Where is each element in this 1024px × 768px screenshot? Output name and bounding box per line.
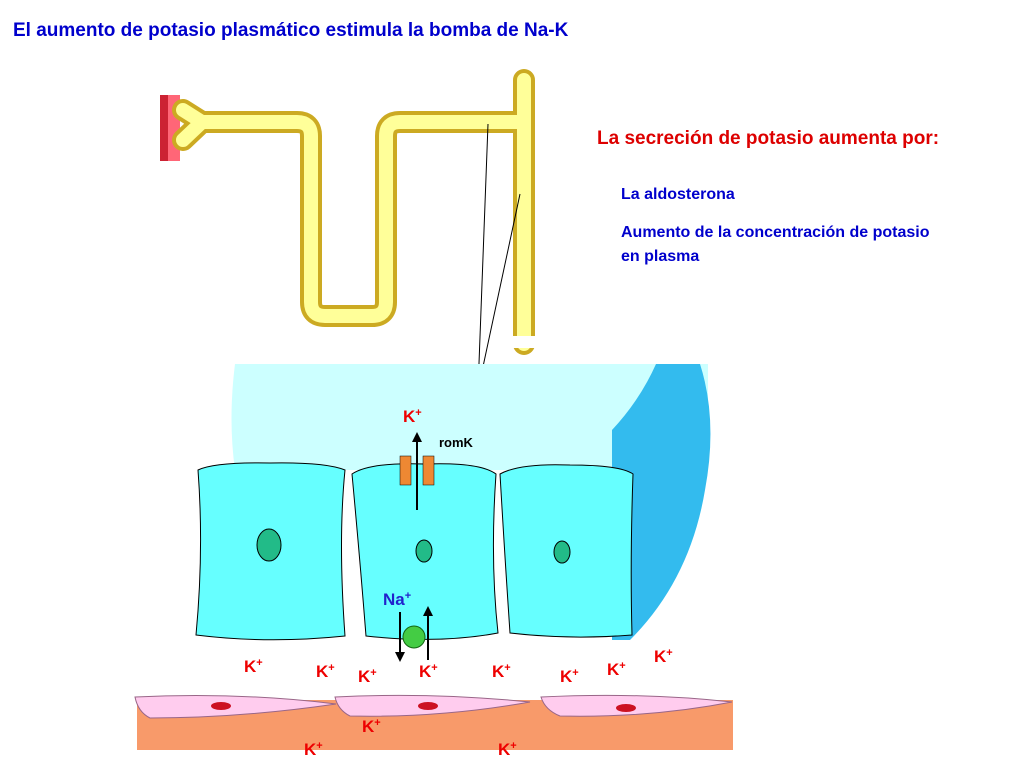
k-ion-label: K+ [419,662,438,681]
k-ion-label: K+ [498,740,517,759]
k-ion-label: K+ [492,662,511,681]
zoom-line [477,123,489,391]
epithelial-cells [195,462,634,641]
k-ion-label: K+ [244,657,263,676]
k-ion-label: K+ [358,667,377,686]
capillary [134,694,733,750]
k-ions: K+ K+ K+ K+ K+ K+ K+ K+ K+ K+ K+ K+ [244,407,673,759]
k-ion-label: K+ [362,717,381,736]
romk-label: romK [439,435,474,450]
k-ion-label: K+ [316,662,335,681]
na-k-pump [395,606,433,662]
k-ion-label: K+ [560,667,579,686]
page-title: El aumento de potasio plasmático estimul… [13,20,569,41]
k-ion-label: K+ [403,407,422,426]
tubule-wall [612,364,711,640]
romk-channel [399,432,435,510]
svg-text:Na+: Na+ [383,590,411,609]
k-ion-label: K+ [607,660,626,679]
tubule-lumen [231,364,708,470]
zoom-line [477,193,521,391]
k-ion-label: K+ [654,647,673,666]
info-item-plasma-potassium: Aumento de la concentración de potasio e… [621,224,930,265]
endothelial-cell [134,695,337,719]
info-heading: La secreción de potasio aumenta por: [597,128,940,149]
info-item-aldosterone: La aldosterona [621,186,735,203]
cell-nucleus [415,539,433,563]
cell-nucleus [256,528,282,562]
cell-nucleus [553,540,571,564]
na-ion-label: Na+ [383,590,411,609]
nephron-tubule [172,69,542,355]
endothelial-cell [540,694,733,717]
k-ion-label: K+ [304,740,323,759]
